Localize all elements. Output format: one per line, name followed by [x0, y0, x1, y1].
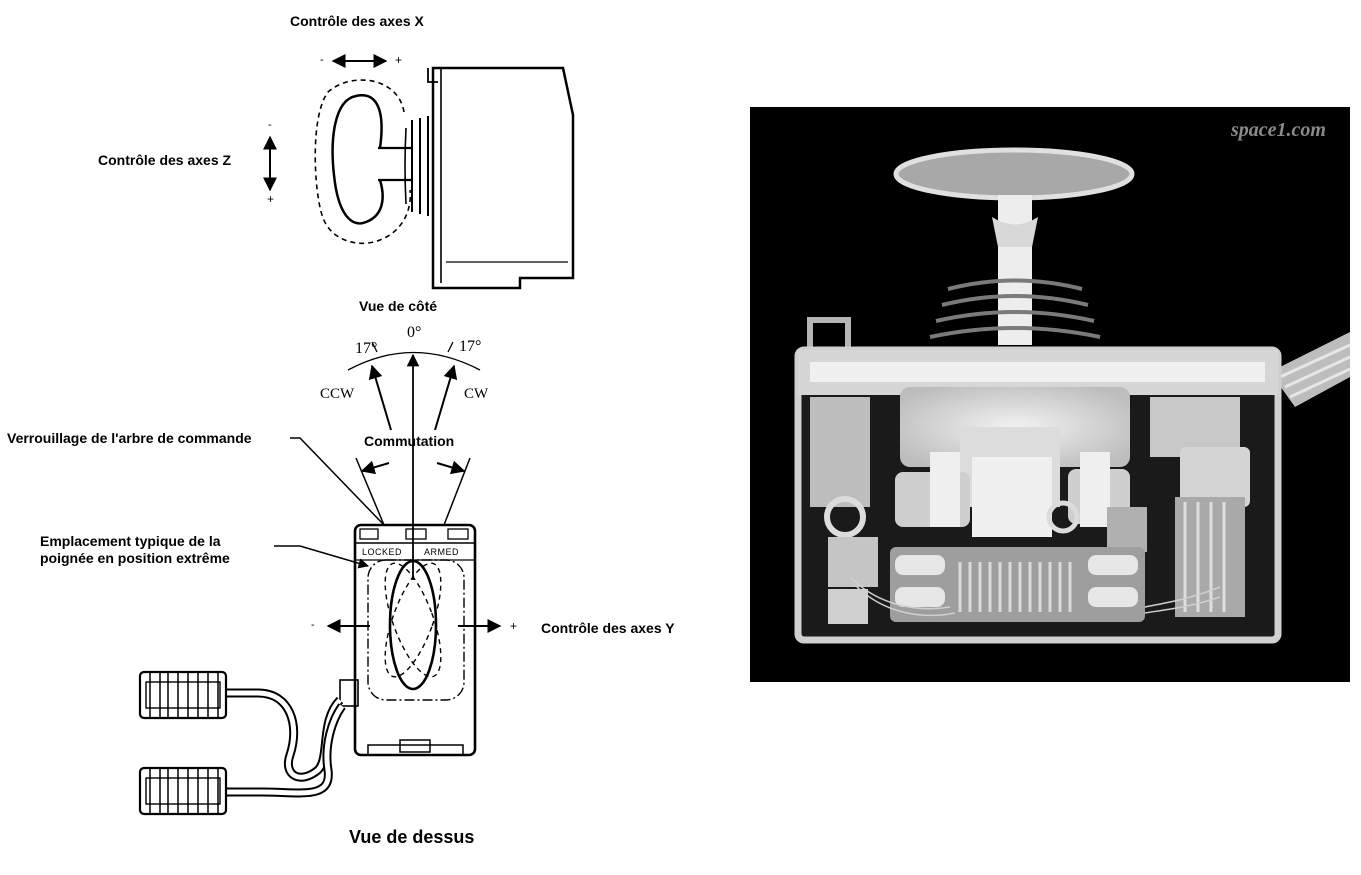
xray-drawing	[794, 147, 1350, 644]
handle-position-label: Emplacement typique de la poignée en pos…	[40, 533, 230, 566]
side-view-caption: Vue de côté	[359, 298, 438, 314]
ccw-label: CCW	[320, 386, 355, 402]
connector-lower	[138, 766, 228, 816]
x-axis-label: Contrôle des axes X	[290, 13, 424, 29]
xray-handle-paddle	[893, 147, 1135, 201]
z-plus-sign: +	[267, 192, 275, 206]
z-minus-sign: -	[268, 119, 273, 131]
side-view-drawing	[263, 54, 575, 290]
angle-left-label: 17°	[355, 340, 378, 357]
xray-switch-bank	[890, 547, 1145, 622]
ccw-arrow	[368, 364, 392, 431]
commutation-label: Commutation	[364, 433, 455, 449]
x-minus-sign: -	[320, 54, 325, 66]
commutation-arc	[347, 351, 481, 371]
x-plus-sign: +	[395, 53, 403, 67]
top-view-caption: Vue de dessus	[349, 827, 475, 847]
y-plus-sign: +	[510, 619, 518, 633]
cable-lower	[226, 703, 346, 798]
locked-label: LOCKED	[362, 547, 403, 557]
xray-bellows	[929, 278, 1101, 339]
hand-controller-diagram	[138, 54, 575, 816]
top-view-drawing	[138, 341, 502, 816]
side-extreme-outline	[314, 79, 412, 244]
top-handle-grip	[388, 559, 438, 691]
y-minus-sign: -	[311, 619, 316, 631]
side-handle-grip	[331, 94, 384, 225]
shaft-lock-label: Verrouillage de l'arbre de commande	[7, 430, 252, 446]
z-axis-label: Contrôle des axes Z	[98, 152, 232, 168]
connector-upper	[138, 670, 228, 720]
y-axis-label: Contrôle des axes Y	[541, 620, 675, 636]
angle-center-label: 0°	[407, 324, 422, 341]
angle-right-label: 17°	[459, 338, 482, 355]
cw-label: CW	[464, 386, 489, 402]
side-housing	[431, 66, 575, 290]
xray-photo: space1.com	[750, 107, 1350, 682]
armed-label: ARMED	[424, 547, 460, 557]
watermark: space1.com	[1231, 119, 1326, 141]
cw-arrow	[434, 364, 458, 431]
